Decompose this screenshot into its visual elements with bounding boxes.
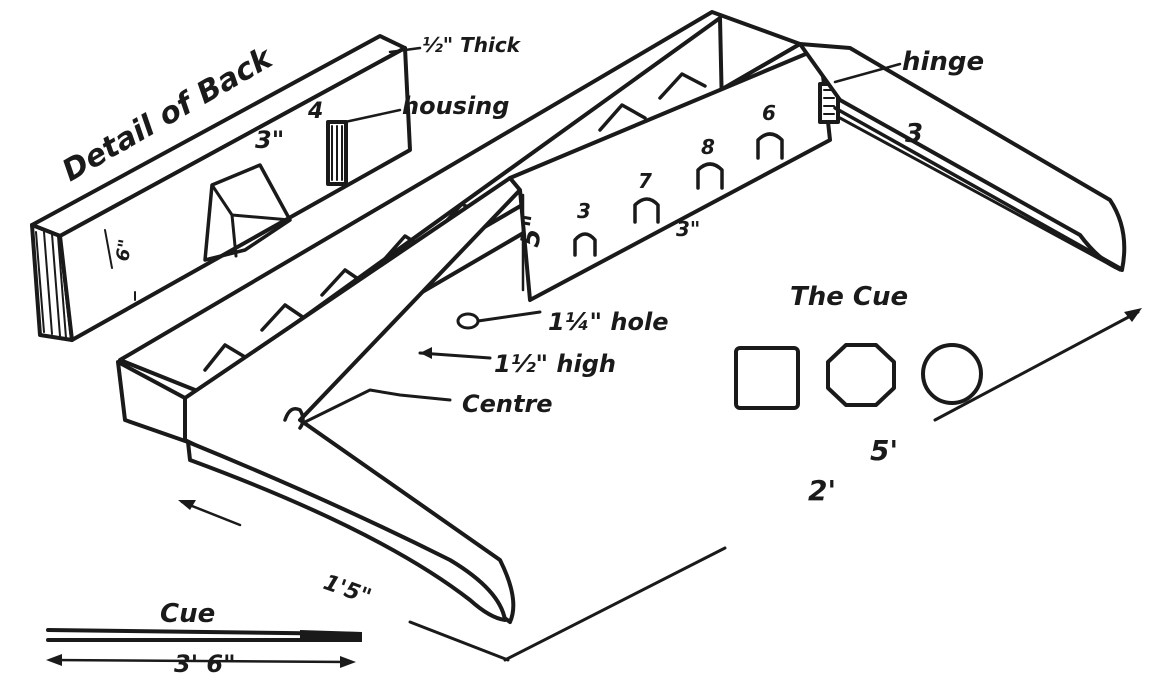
hole-8-label: 8 <box>701 135 715 159</box>
cue-length-label: 3' 6" <box>174 650 236 678</box>
dimension-lines <box>46 46 1142 668</box>
thick-label: ½" Thick <box>422 33 522 57</box>
hole-size-label: 1¼" hole <box>548 308 668 336</box>
hole-7-label: 7 <box>638 169 652 193</box>
dim-5-ft-label: 5' <box>870 434 898 467</box>
dim-2-ft-label: 2' <box>808 474 836 507</box>
square-section <box>734 346 800 410</box>
hole-6-label: 6 <box>762 101 776 125</box>
base-length-label: 1'5" <box>320 570 374 610</box>
round-section <box>921 343 983 405</box>
cue-cross-sections <box>734 343 983 410</box>
octagon-section <box>826 343 896 407</box>
back-end-dim-label: 6" <box>112 238 136 263</box>
centre-label: Centre <box>462 390 553 418</box>
back-detail-board <box>30 34 412 342</box>
back-dim-4-label: 4 <box>307 99 323 124</box>
housing-label: housing <box>402 92 509 120</box>
rise-5-label: 5" <box>515 213 550 249</box>
the-cue-label: The Cue <box>790 282 908 312</box>
leg-height-label: 3 <box>905 119 923 149</box>
hole-3-label: 3 <box>577 199 591 223</box>
cue-label: Cue <box>160 599 215 629</box>
main-frame <box>116 10 1127 624</box>
high-label: 1½" high <box>494 350 616 378</box>
back-height-label: 3" <box>255 126 284 154</box>
spacing-3-label: 3" <box>676 217 700 241</box>
hinge-label: hinge <box>902 47 984 77</box>
